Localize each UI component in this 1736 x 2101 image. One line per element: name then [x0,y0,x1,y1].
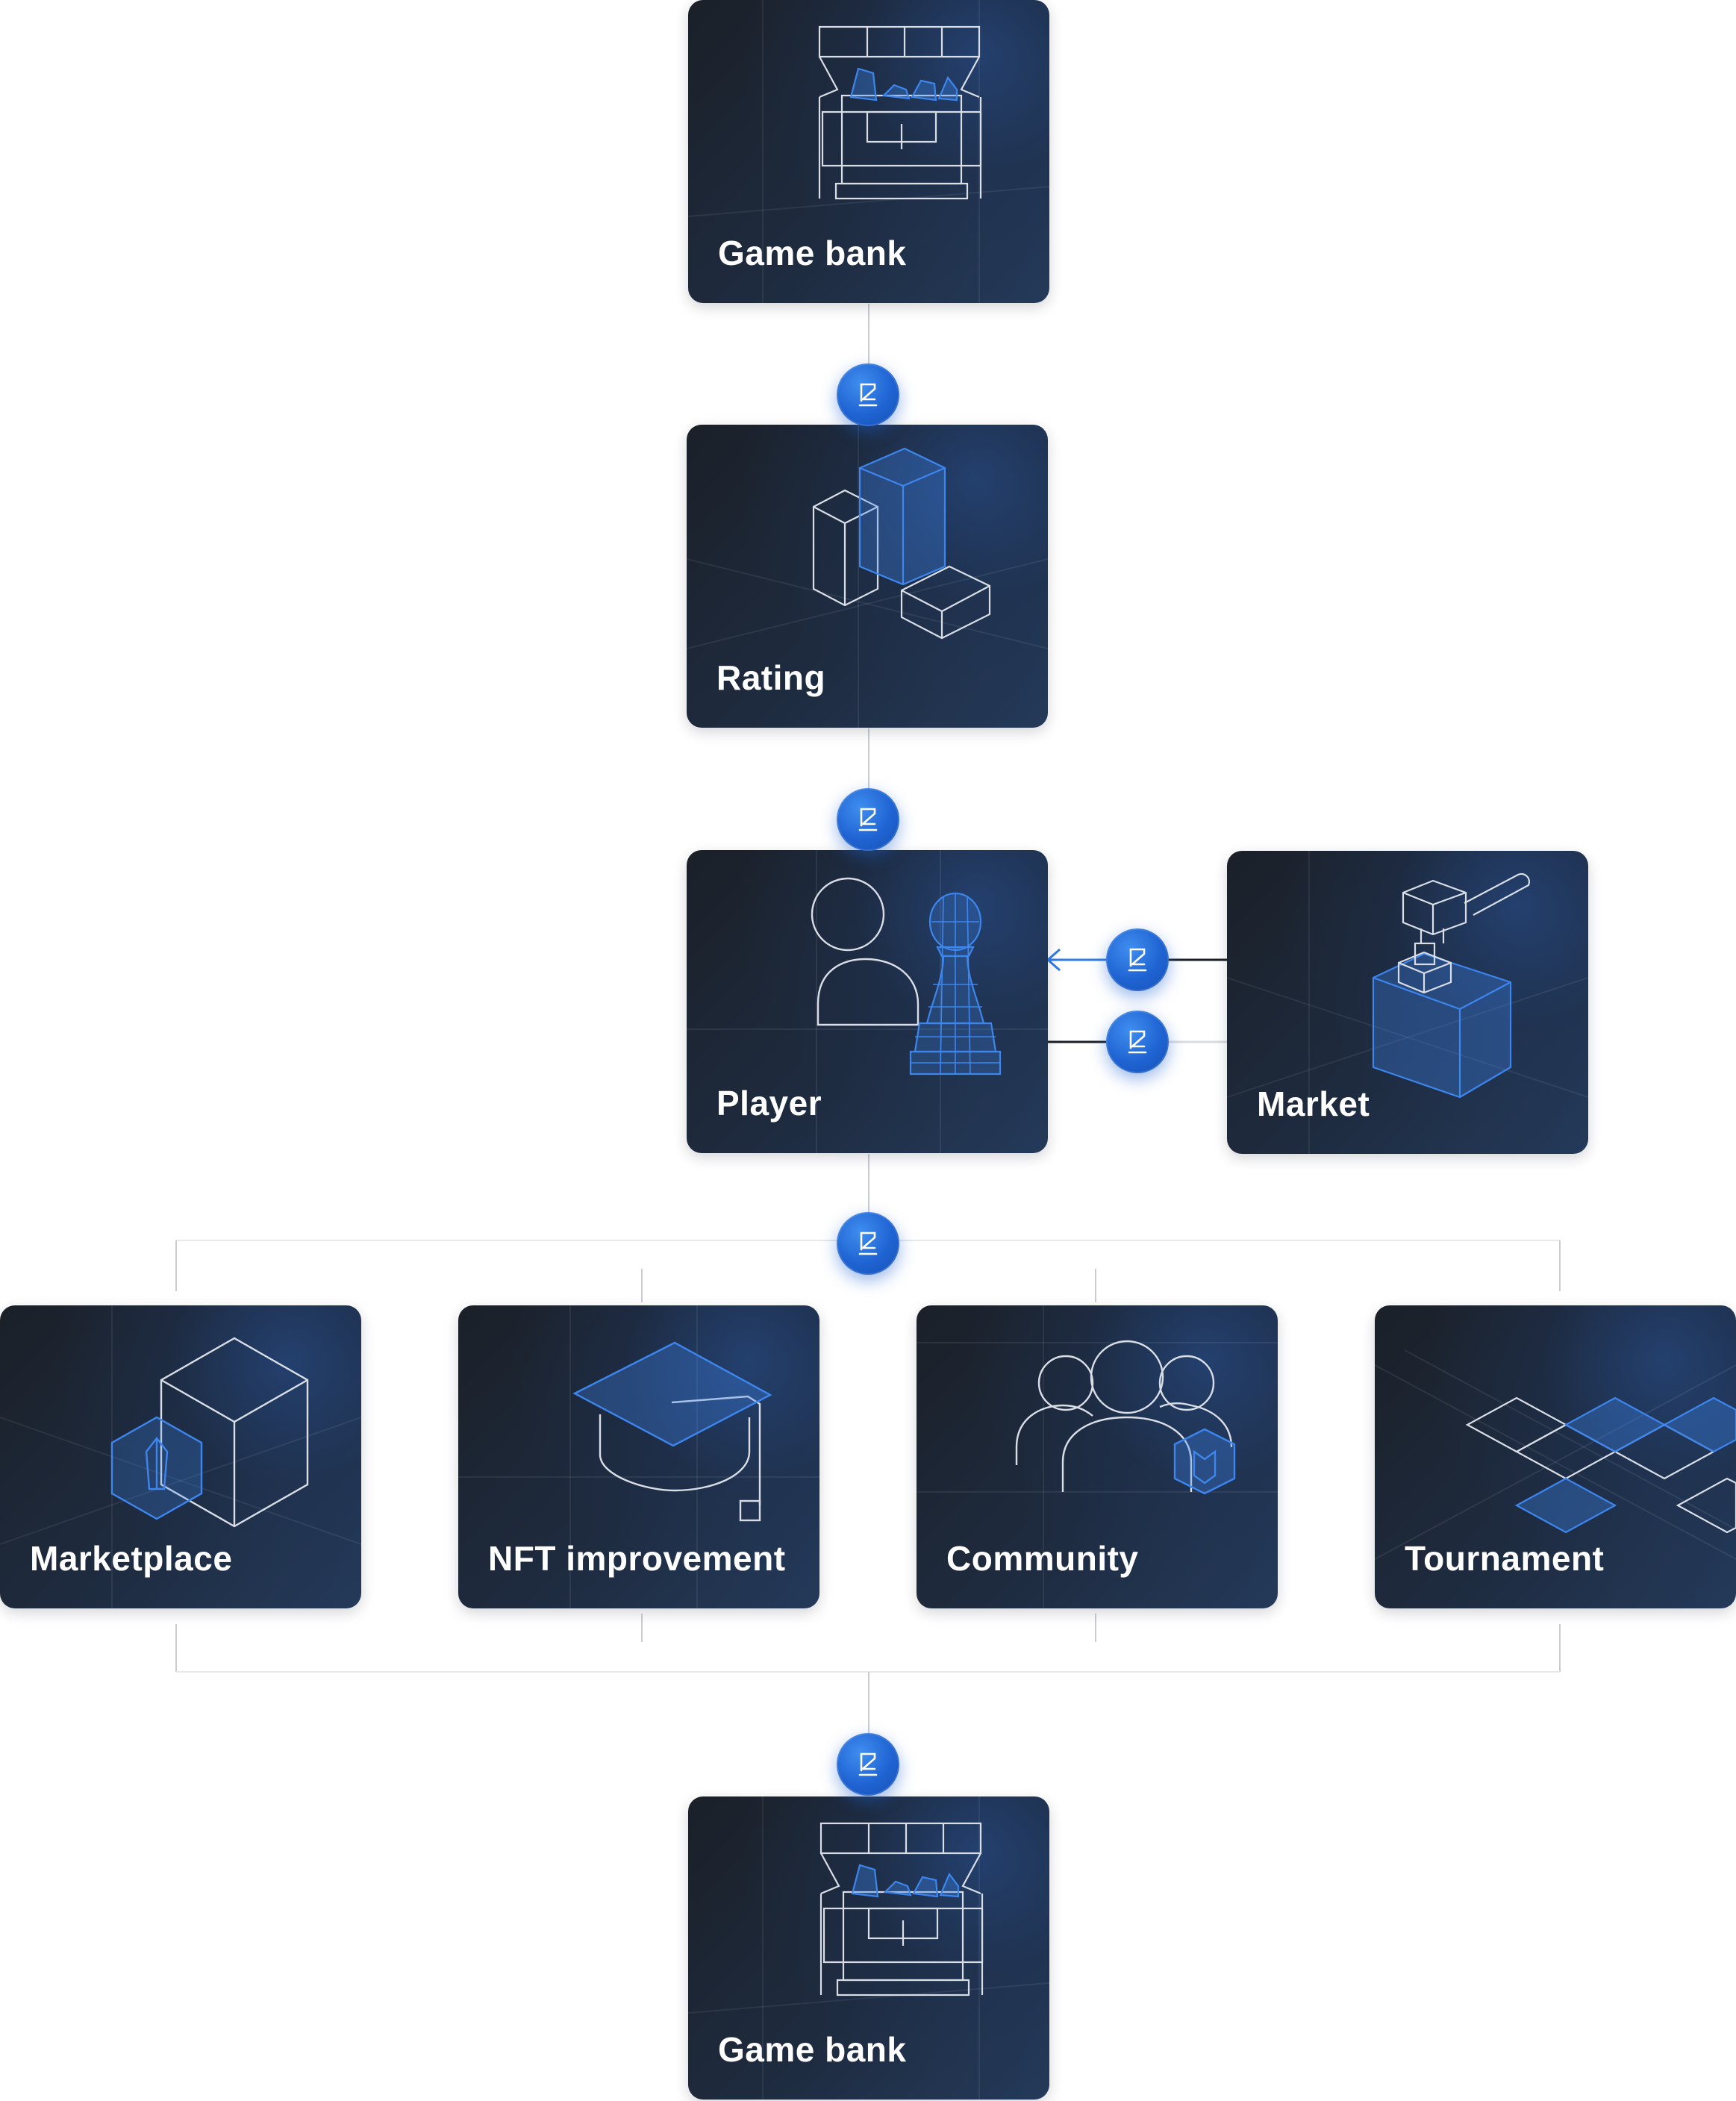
bar-blocks-icon [687,425,1048,728]
token-gamebank-rating[interactable] [837,363,899,426]
node-label: Market [1257,1084,1370,1123]
cube-crystal-icon [0,1305,361,1608]
node-community[interactable]: Community [917,1305,1278,1608]
token-player-branch[interactable] [837,1212,899,1275]
treasure-chest-icon [688,0,1049,303]
node-label: Tournament [1405,1539,1605,1578]
coin-token-icon [1128,948,1147,972]
node-nft-improvement[interactable]: NFT improvement [458,1305,819,1608]
coin-token-icon [858,1231,878,1255]
token-rating-player[interactable] [837,788,899,851]
node-player[interactable]: Player [687,850,1048,1153]
coin-token-icon [858,383,878,407]
node-marketplace[interactable]: Marketplace [0,1305,361,1608]
people-group-icon [917,1305,1278,1608]
token-market-to-player[interactable] [1106,928,1169,991]
node-label: Player [716,1084,822,1123]
token-merge-gamebank[interactable] [837,1733,899,1796]
arrow-left-icon [1046,948,1061,972]
coin-token-icon [1128,1030,1147,1054]
node-rating[interactable]: Rating [687,425,1048,728]
coin-token-icon [858,1752,878,1776]
user-chess-pawn-icon [687,850,1048,1153]
graduation-cap-icon [458,1305,819,1608]
node-market[interactable]: Market [1227,851,1588,1154]
gavel-hammer-icon [1227,851,1588,1154]
node-label: Game bank [718,234,907,272]
node-label: Rating [716,658,826,697]
node-game-bank-top[interactable]: Game bank [688,0,1049,303]
node-label: Community [946,1539,1139,1578]
token-player-to-market[interactable] [1106,1011,1169,1073]
treasure-chest-icon [688,1796,1049,2100]
node-label: Marketplace [30,1539,233,1578]
coin-token-icon [858,808,878,831]
node-label: NFT improvement [488,1539,786,1578]
node-tournament[interactable]: Tournament [1375,1305,1736,1608]
node-label: Game bank [718,2030,907,2069]
diamond-grid-icon [1375,1349,1736,1560]
node-game-bank-bottom[interactable]: Game bank [688,1796,1049,2100]
